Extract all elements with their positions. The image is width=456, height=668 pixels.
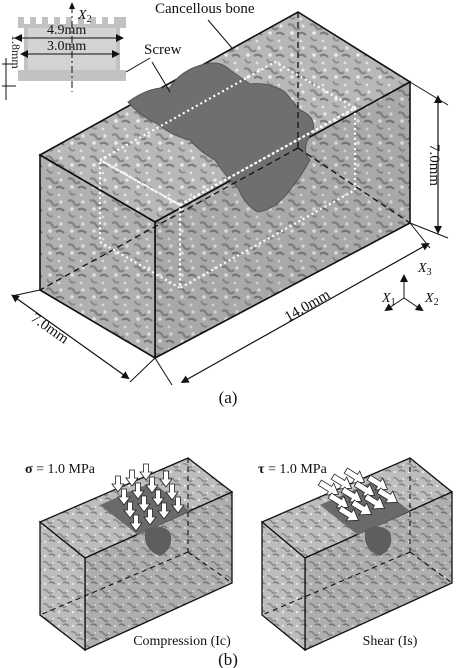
caption-a: (a): [219, 388, 238, 407]
dim-length-label: 14.0mm: [282, 287, 333, 326]
panel-a-cube: [38, 11, 412, 360]
label-cancellous-bone: Cancellous bone: [155, 1, 255, 17]
axis-x2-label: X2: [424, 291, 439, 308]
dim-inner-diameter: 3.0mm: [47, 39, 86, 54]
label-screw: Screw: [144, 42, 182, 58]
axis-x3-label: X3: [417, 261, 432, 278]
dim-thread-pitch: 1.8mm: [9, 35, 23, 69]
panel-b-compression-cube: [38, 457, 234, 652]
dim-outer-diameter: 4.9mm: [47, 23, 86, 38]
axis-x1-label: X1: [381, 291, 396, 308]
coordinate-axes: [384, 274, 424, 312]
dim-length-arrow: [180, 243, 430, 383]
leader-cancellous: [207, 19, 233, 49]
compression-caption: Compression (Ic): [133, 634, 231, 649]
dim-width-arrow: [11, 294, 130, 380]
caption-b: (b): [218, 650, 238, 668]
screw-thread-inset: [2, 2, 126, 100]
leader-inset: [125, 57, 151, 73]
shear-caption: Shear (Is): [363, 634, 418, 649]
compression-load-label: σ = 1.0 MPa: [25, 462, 96, 477]
sub-region-outline: [97, 60, 358, 290]
shear-load-label: τ = 1.0 MPa: [258, 462, 328, 477]
dim-width-label: 7.0mm: [28, 310, 72, 347]
leader-screw: [151, 61, 171, 93]
inset-axis-label: X2: [77, 8, 92, 25]
screw-shape: [127, 62, 314, 213]
dim-height-label: 7.0mm: [426, 144, 442, 186]
